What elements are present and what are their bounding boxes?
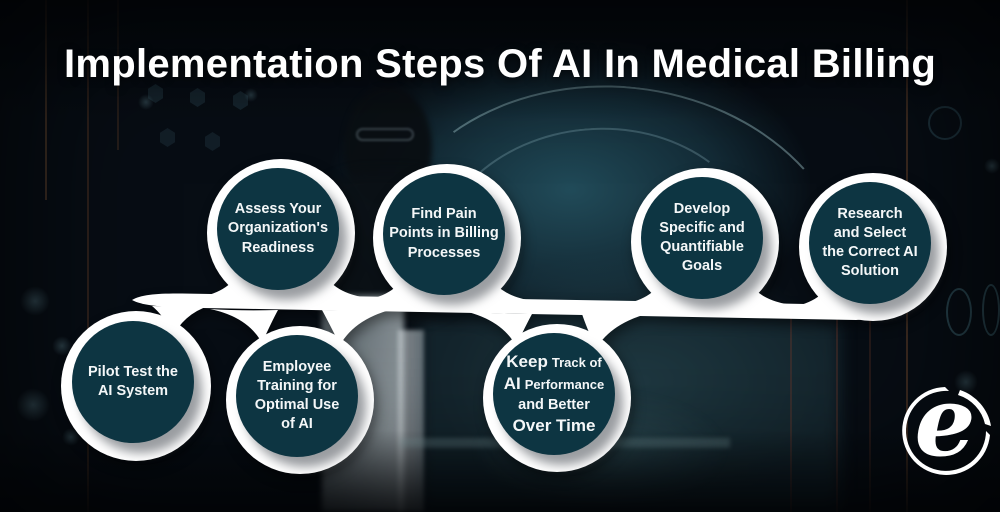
page-title: Implementation Steps Of AI In Medical Bi… <box>63 42 937 86</box>
background-circuit-ring <box>946 288 972 336</box>
background-frame-line <box>790 315 792 512</box>
step-text-line: Assess Your <box>234 201 322 218</box>
step-circle-develop-goals: Develop Specific and Quantifiable Goals <box>641 177 763 299</box>
logo-swoosh-accent <box>958 390 991 426</box>
step-text-line: Readiness <box>241 239 315 256</box>
step-text-line: Goals <box>681 258 723 275</box>
ribbon-gusset <box>152 304 216 334</box>
background-frame-line <box>87 0 89 512</box>
step-text-line: the Correct AI <box>822 244 918 260</box>
step-text-line: Points in Billing <box>389 225 499 242</box>
step-text-line: Organization's <box>227 220 329 237</box>
background-bokeh-dot <box>52 336 72 356</box>
step-circle-assess-readiness: Assess Your Organization's Readiness <box>217 168 339 290</box>
step-text-line: Find Pain <box>411 206 477 223</box>
step-text-line: Employee <box>262 358 332 375</box>
step-text-segment: AI <box>503 374 521 394</box>
ribbon-gusset <box>210 309 278 343</box>
step-text-line: Pilot Test the <box>88 363 178 380</box>
hexagon-icon <box>205 132 220 151</box>
step-text-segment: Performance <box>524 377 605 393</box>
logo-icon: e <box>902 378 991 478</box>
logo-letter: e <box>914 378 975 478</box>
ribbon-gusset <box>322 308 398 345</box>
step-circle-employee-training: Employee Training for Optimal Use of AI <box>236 335 358 457</box>
ribbon-gusset <box>582 311 658 349</box>
step-text-line: Research <box>837 205 903 222</box>
ribbon-gusset <box>464 311 532 346</box>
background-bokeh-dot <box>954 370 978 394</box>
background-frame-line <box>836 315 838 512</box>
step-text-segment: Keep <box>506 351 548 371</box>
step-text-line: Keep Track of <box>506 351 601 373</box>
step-text-line: Processes <box>407 244 481 261</box>
background-bokeh-dot <box>20 286 50 316</box>
background-bokeh-dot <box>16 388 50 422</box>
step-text-line: Quantifiable <box>660 239 744 255</box>
step-circle-track-performance: Keep Track of AI Performance and Better … <box>493 333 615 455</box>
step-text-line: AI Performance <box>504 373 605 395</box>
step-text-line: AI System <box>97 383 169 399</box>
background-circuit-ring <box>982 284 1000 336</box>
step-circle-find-pain-points: Find Pain Points in Billing Processes <box>383 173 505 295</box>
step-text-line: and Select <box>833 224 907 241</box>
step-text-line: Training for <box>257 377 337 394</box>
background-person-glasses <box>356 128 414 141</box>
step-text-line: of AI <box>281 416 313 433</box>
step-text-line: Develop <box>673 200 731 217</box>
hexagon-icon <box>160 128 175 147</box>
step-circle-research-select-ai: Research and Select the Correct AI Solut… <box>809 182 931 304</box>
step-circle-pilot-test: Pilot Test the AI System <box>72 321 194 443</box>
step-text-line: Optimal Use <box>254 397 340 413</box>
step-text-segment: Track of <box>551 354 602 370</box>
background-top-shade <box>0 0 1000 120</box>
step-text-line: and Better <box>518 396 590 413</box>
step-text-line: Solution <box>841 263 899 280</box>
step-text-line: Specific and <box>659 219 745 236</box>
background-frame-line <box>869 320 871 512</box>
step-text-line: Over Time <box>512 415 596 435</box>
background-bokeh-dot <box>984 158 1000 174</box>
